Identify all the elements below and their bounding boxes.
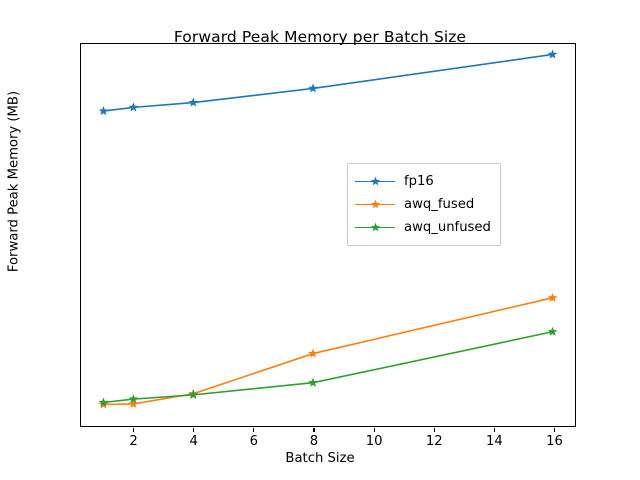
data-point-marker xyxy=(98,397,109,407)
x-tick-label: 10 xyxy=(365,434,383,449)
data-point-marker xyxy=(128,394,139,404)
plot-area: 6000800010000120001400016000180002468101… xyxy=(80,43,576,449)
series-awq_unfused xyxy=(98,326,558,407)
legend-label: fp16 xyxy=(404,174,434,189)
legend-swatch xyxy=(355,176,395,188)
x-tick-label: 2 xyxy=(129,434,138,449)
legend-star-marker-icon xyxy=(370,222,381,231)
legend-label: awq_fused xyxy=(404,197,475,212)
x-tick-mark xyxy=(433,428,435,432)
x-tick-mark xyxy=(193,428,195,432)
x-tick-mark xyxy=(313,428,315,432)
legend-swatch xyxy=(355,222,395,234)
data-point-marker xyxy=(128,102,139,112)
data-point-marker xyxy=(547,292,558,302)
data-point-marker xyxy=(547,49,558,59)
plot-canvas xyxy=(98,49,558,409)
x-tick-mark xyxy=(253,428,255,432)
legend-item-awq_fused[interactable]: awq_fused xyxy=(355,193,491,216)
series-line xyxy=(102,297,554,406)
legend-swatch xyxy=(355,199,395,211)
data-point-marker xyxy=(308,348,318,358)
y-axis-label: Forward Peak Memory (MB) xyxy=(6,90,22,273)
series-fp16 xyxy=(98,49,558,116)
data-point-marker xyxy=(547,326,558,336)
x-axis-label: Batch Size xyxy=(285,451,355,466)
series-line xyxy=(102,53,554,112)
x-tick-label: 8 xyxy=(309,434,319,449)
chart-legend[interactable]: fp16 awq_fused awq_unfused xyxy=(347,163,501,246)
x-tick-label: 6 xyxy=(249,434,259,449)
legend-label: awq_unfused xyxy=(404,220,491,235)
data-point-marker xyxy=(308,377,318,387)
x-tick-label: 16 xyxy=(546,434,563,449)
x-tick-mark xyxy=(493,428,495,432)
legend-item-fp16[interactable]: fp16 xyxy=(355,170,491,193)
data-point-marker xyxy=(308,83,318,93)
x-tick-label: 14 xyxy=(485,434,503,449)
data-point-marker xyxy=(128,398,139,409)
data-point-marker xyxy=(98,105,109,116)
legend-star-marker-icon xyxy=(370,199,381,208)
data-point-marker xyxy=(188,389,199,399)
series-line xyxy=(102,330,554,404)
series-awq_fused xyxy=(98,292,558,409)
x-tick-mark xyxy=(553,428,556,432)
legend-star-marker-icon xyxy=(370,176,381,185)
legend-item-awq_unfused[interactable]: awq_unfused xyxy=(355,216,491,239)
chart-title: Forward Peak Memory per Batch Size xyxy=(173,28,467,46)
data-point-marker xyxy=(188,97,199,107)
x-tick-mark xyxy=(373,428,375,432)
x-tick-label: 4 xyxy=(189,434,198,449)
x-tick-label: 12 xyxy=(425,434,443,449)
x-tick-mark xyxy=(133,428,135,432)
